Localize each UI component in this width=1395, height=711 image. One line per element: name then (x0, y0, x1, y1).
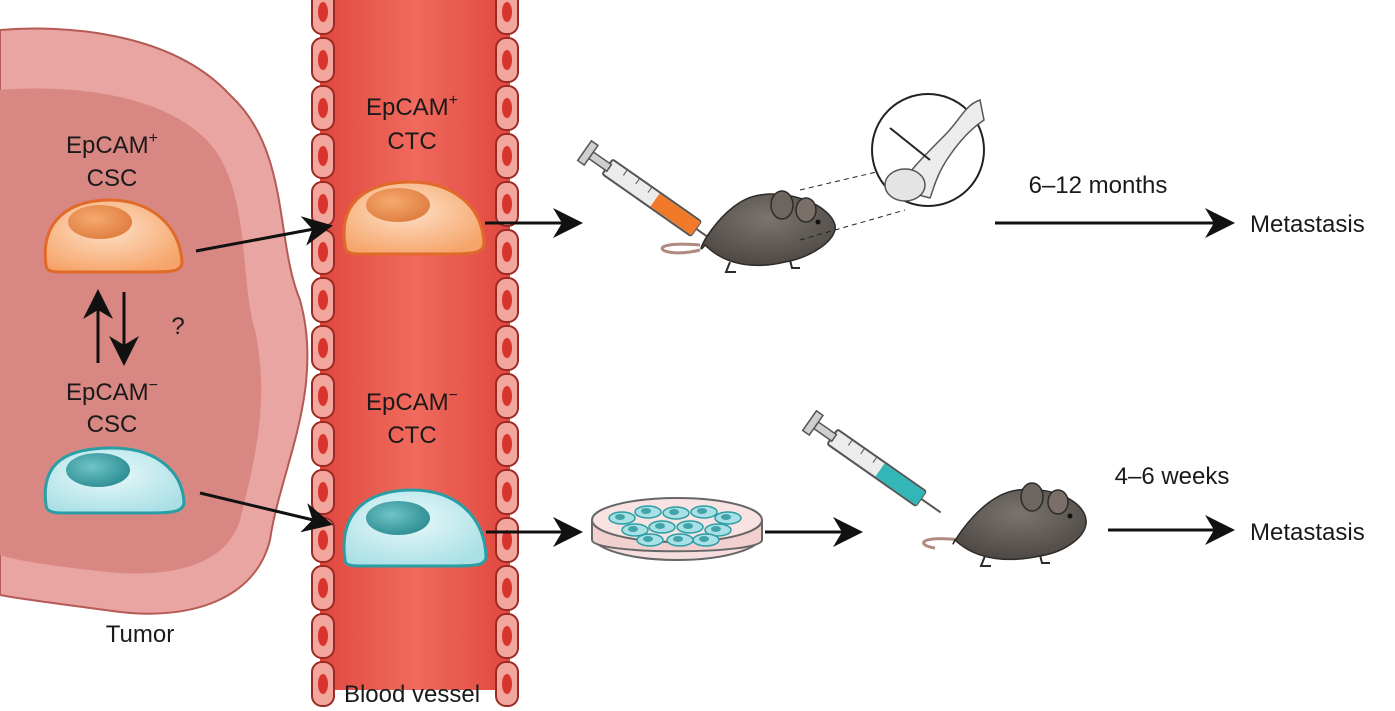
label-top-duration: 6–12 months (1029, 172, 1168, 199)
vessel-wall-nucleus (502, 530, 512, 550)
bone-magnifier-icon (799, 93, 985, 241)
vessel-wall-nucleus (318, 386, 328, 406)
mouse-bottom-icon (922, 482, 1087, 567)
tumor (0, 27, 309, 615)
dish-cell-nucleus (643, 536, 653, 542)
vessel-wall-nucleus (502, 290, 512, 310)
label-epcam-pos-csc-line1: EpCAM+ (66, 130, 158, 159)
arrow-csc-pos-to-ctc (195, 216, 333, 253)
label-epcam-neg-ctc-line2: CTC (387, 422, 436, 449)
label-epcam-neg-ctc-line1: EpCAM− (366, 387, 458, 416)
vessel-wall-nucleus (318, 2, 328, 22)
petri-dish-icon (591, 497, 763, 561)
vessel-wall-right (495, 0, 519, 707)
dish-cell-nucleus (641, 508, 651, 514)
vessel-wall-nucleus (502, 98, 512, 118)
vessel-wall-nucleus (502, 2, 512, 22)
vessel-wall-nucleus (502, 50, 512, 70)
vessel-lumen (320, 0, 510, 690)
vessel-wall-nucleus (502, 482, 512, 502)
vessel-wall-nucleus (502, 146, 512, 166)
vessel-wall-nucleus (502, 242, 512, 262)
epcam-neg-csc-cell (43, 446, 186, 515)
epcam-pos-ctc-cell (342, 180, 486, 256)
dish-cells (608, 505, 742, 547)
epcam-neg-ctc-cell (342, 488, 488, 568)
dish-cell-nucleus (628, 526, 638, 532)
label-epcam-pos-ctc-line2: CTC (387, 128, 436, 155)
vessel-wall-nucleus (318, 530, 328, 550)
tumor-inner (0, 88, 262, 574)
label-epcam-neg-csc-line2: CSC (87, 411, 138, 438)
vessel-wall-nucleus (318, 578, 328, 598)
vessel-wall-nucleus (318, 482, 328, 502)
dish-cell-nucleus (669, 509, 679, 515)
blood-vessel (311, 0, 519, 707)
arrows (83, 208, 1235, 547)
mouse-top-icon (660, 190, 836, 273)
arrow-csc-neg-to-ctc (199, 491, 333, 533)
dish-cell-nucleus (655, 523, 665, 529)
label-bottom-metastasis: Metastasis (1250, 519, 1365, 546)
dish-cell-nucleus (697, 508, 707, 514)
dish-cell-nucleus (711, 526, 721, 532)
label-bottom-duration: 4–6 weeks (1115, 463, 1230, 490)
vessel-wall-nucleus (318, 194, 328, 214)
vessel-wall-nucleus (318, 674, 328, 694)
label-tumor: Tumor (106, 621, 174, 648)
vessel-wall-nucleus (318, 50, 328, 70)
dish-cell-nucleus (683, 523, 693, 529)
dish-cell-nucleus (673, 536, 683, 542)
vessel-wall-nucleus (502, 578, 512, 598)
label-epcam-pos-ctc-line1: EpCAM+ (366, 92, 458, 121)
vessel-wall-nucleus (318, 338, 328, 358)
vessel-wall-nucleus (318, 434, 328, 454)
vessel-wall-nucleus (502, 674, 512, 694)
label-question: ? (171, 313, 184, 340)
vessel-wall-nucleus (502, 338, 512, 358)
vessel-wall-nucleus (318, 242, 328, 262)
dish-cell-nucleus (721, 514, 731, 520)
vessel-wall-nucleus (502, 386, 512, 406)
label-top-metastasis: Metastasis (1250, 211, 1365, 238)
epcam-pos-csc-cell (43, 198, 184, 274)
vessel-wall-nucleus (502, 434, 512, 454)
label-epcam-pos-csc-line2: CSC (87, 165, 138, 192)
label-epcam-neg-csc-line1: EpCAM− (66, 377, 158, 406)
vessel-wall-nucleus (318, 626, 328, 646)
syringe-teal-icon (801, 409, 942, 514)
vessel-wall-nucleus (502, 626, 512, 646)
label-blood-vessel: Blood vessel (344, 681, 480, 708)
vessel-wall-left (311, 0, 335, 707)
vessel-wall-nucleus (318, 98, 328, 118)
vessel-wall-nucleus (318, 146, 328, 166)
syringe-orange-icon (576, 139, 717, 244)
dish-cell-nucleus (615, 514, 625, 520)
dish-cell-nucleus (699, 536, 709, 542)
vessel-wall-nucleus (502, 194, 512, 214)
vessel-wall-nucleus (318, 290, 328, 310)
